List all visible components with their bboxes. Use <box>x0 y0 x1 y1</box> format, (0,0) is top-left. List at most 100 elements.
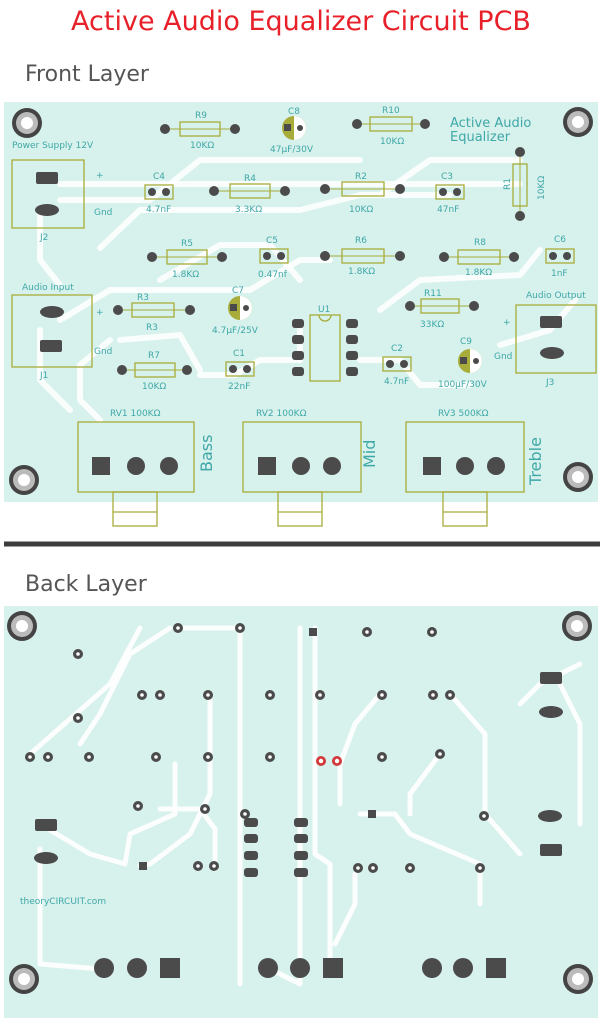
back-red-vias <box>316 756 342 766</box>
pad-hole <box>196 864 200 868</box>
resistor-r4: R4 3.3KΩ <box>209 174 290 215</box>
pad-hole <box>176 626 180 630</box>
j1-gnd: Gnd <box>94 347 112 357</box>
j2-ref: J2 <box>39 233 48 243</box>
resistor-r5: R5 1.8KΩ <box>147 239 227 280</box>
capacitor-c2: C2 4.7nF <box>382 344 412 387</box>
svg-text:R10: R10 <box>382 106 400 116</box>
capacitor-c8: C8 47µF/30V <box>270 107 314 155</box>
back-mounting-holes <box>7 611 593 994</box>
front-traces <box>37 157 578 423</box>
capacitor-c7: C7 4.7µF/25V <box>212 286 259 336</box>
back-pads <box>25 623 489 873</box>
back-mounting-hole-tr <box>562 611 592 641</box>
pad-hole <box>380 693 384 697</box>
svg-text:1.8KΩ: 1.8KΩ <box>172 270 199 280</box>
pad-hole <box>238 626 242 630</box>
potentiometer-rv2: RV2 100KΩ Mid <box>242 409 379 527</box>
back-mounting-hole-tl <box>7 611 37 641</box>
audio-output-label: Audio Output <box>526 291 586 301</box>
front-layer-label: Front Layer <box>25 62 149 87</box>
pad-hole <box>371 866 375 870</box>
svg-text:1.8KΩ: 1.8KΩ <box>465 268 492 278</box>
front-board <box>4 102 598 502</box>
svg-text:R8: R8 <box>474 238 486 248</box>
svg-text:100µF/30V: 100µF/30V <box>438 380 488 390</box>
resistor-r3: R3 R3 <box>113 293 195 333</box>
svg-text:RV3 500KΩ: RV3 500KΩ <box>438 409 489 419</box>
resistor-r9: R9 10KΩ <box>160 111 240 151</box>
svg-text:C4: C4 <box>153 172 165 182</box>
j1-plus: + <box>96 308 104 318</box>
back-connector-pads <box>34 672 563 864</box>
pad-hole <box>140 693 144 697</box>
pad-hole <box>430 630 434 634</box>
audio-input-connector-j1: Audio Input + Gnd J1 <box>11 283 112 381</box>
svg-text:47nF: 47nF <box>437 205 459 215</box>
pad-hole <box>478 866 482 870</box>
back-ic-pads <box>244 818 308 877</box>
resistor-r8: R8 1.8KΩ <box>439 238 519 278</box>
pad-hole <box>356 866 360 870</box>
svg-text:10KΩ: 10KΩ <box>537 176 547 200</box>
power-supply-label: Power Supply 12V <box>12 141 94 151</box>
board-title-line2: Equalizer <box>450 130 511 145</box>
svg-text:47µF/30V: 47µF/30V <box>270 145 314 155</box>
j3-ref: J3 <box>545 378 554 388</box>
mounting-hole-br <box>563 462 593 492</box>
svg-text:10KΩ: 10KΩ <box>380 137 404 147</box>
audio-output-connector-j3: Audio Output + Gnd J3 <box>494 291 597 388</box>
back-credit: theoryCIRCUIT.com <box>20 897 106 907</box>
svg-text:R7: R7 <box>148 351 160 361</box>
page-title: Active Audio Equalizer Circuit PCB <box>71 6 531 37</box>
resistor-r6: R6 1.8KΩ <box>320 236 405 277</box>
svg-text:22nF: 22nF <box>228 382 250 392</box>
pad-hole <box>431 693 435 697</box>
pad-hole <box>136 804 140 808</box>
svg-text:4.7µF/25V: 4.7µF/25V <box>212 326 259 336</box>
pad-hole <box>380 755 384 759</box>
square-pad <box>309 628 317 636</box>
pad-hole <box>154 755 158 759</box>
resistor-r10: R10 10KΩ <box>352 106 430 147</box>
svg-text:0.47nf: 0.47nf <box>258 270 288 280</box>
j1-ref: J1 <box>39 371 48 381</box>
pad-hole <box>28 755 32 759</box>
back-pot-pads <box>94 958 506 978</box>
svg-text:R5: R5 <box>181 239 193 249</box>
svg-text:10KΩ: 10KΩ <box>190 141 214 151</box>
power-connector-j2: Power Supply 12V + Gnd J2 <box>11 141 112 243</box>
svg-text:C3: C3 <box>441 172 453 182</box>
svg-text:R9: R9 <box>195 111 207 121</box>
front-mounting-holes <box>9 107 593 495</box>
svg-text:1.8KΩ: 1.8KΩ <box>348 267 375 277</box>
svg-text:1nF: 1nF <box>551 269 568 279</box>
pad-hole <box>243 812 247 816</box>
resistor-r1: R1 10KΩ <box>503 147 547 221</box>
pad-hole <box>158 693 162 697</box>
square-pad <box>139 862 147 870</box>
j3-plus: + <box>503 318 511 328</box>
front-layer-pcb: Active Audio Equalizer Power Supply 12V … <box>4 102 600 547</box>
pad-hole <box>268 693 272 697</box>
svg-text:33KΩ: 33KΩ <box>420 320 444 330</box>
svg-text:R3: R3 <box>146 323 158 333</box>
pad-hole <box>87 755 91 759</box>
pad-hole <box>268 755 272 759</box>
j2-plus: + <box>96 171 104 181</box>
back-mounting-hole-bl <box>9 964 39 994</box>
svg-text:RV2 100KΩ: RV2 100KΩ <box>256 409 307 419</box>
capacitor-c4: C4 4.7nF <box>144 172 174 215</box>
pad-hole <box>365 630 369 634</box>
ic-u1: U1 <box>292 305 358 382</box>
resistor-r7: R7 10KΩ <box>117 351 192 392</box>
resistor-r2: R2 10KΩ <box>320 172 405 215</box>
svg-text:R11: R11 <box>424 289 442 299</box>
capacitor-c3: C3 47nF <box>435 172 465 215</box>
svg-text:R6: R6 <box>355 236 367 246</box>
mounting-hole-tr <box>563 107 593 137</box>
svg-text:C6: C6 <box>554 235 566 245</box>
potentiometer-rv1: RV1 100KΩ Bass <box>77 409 216 527</box>
resistor-r11: R11 33KΩ <box>405 289 479 330</box>
capacitor-c1: C1 22nF <box>225 349 255 392</box>
